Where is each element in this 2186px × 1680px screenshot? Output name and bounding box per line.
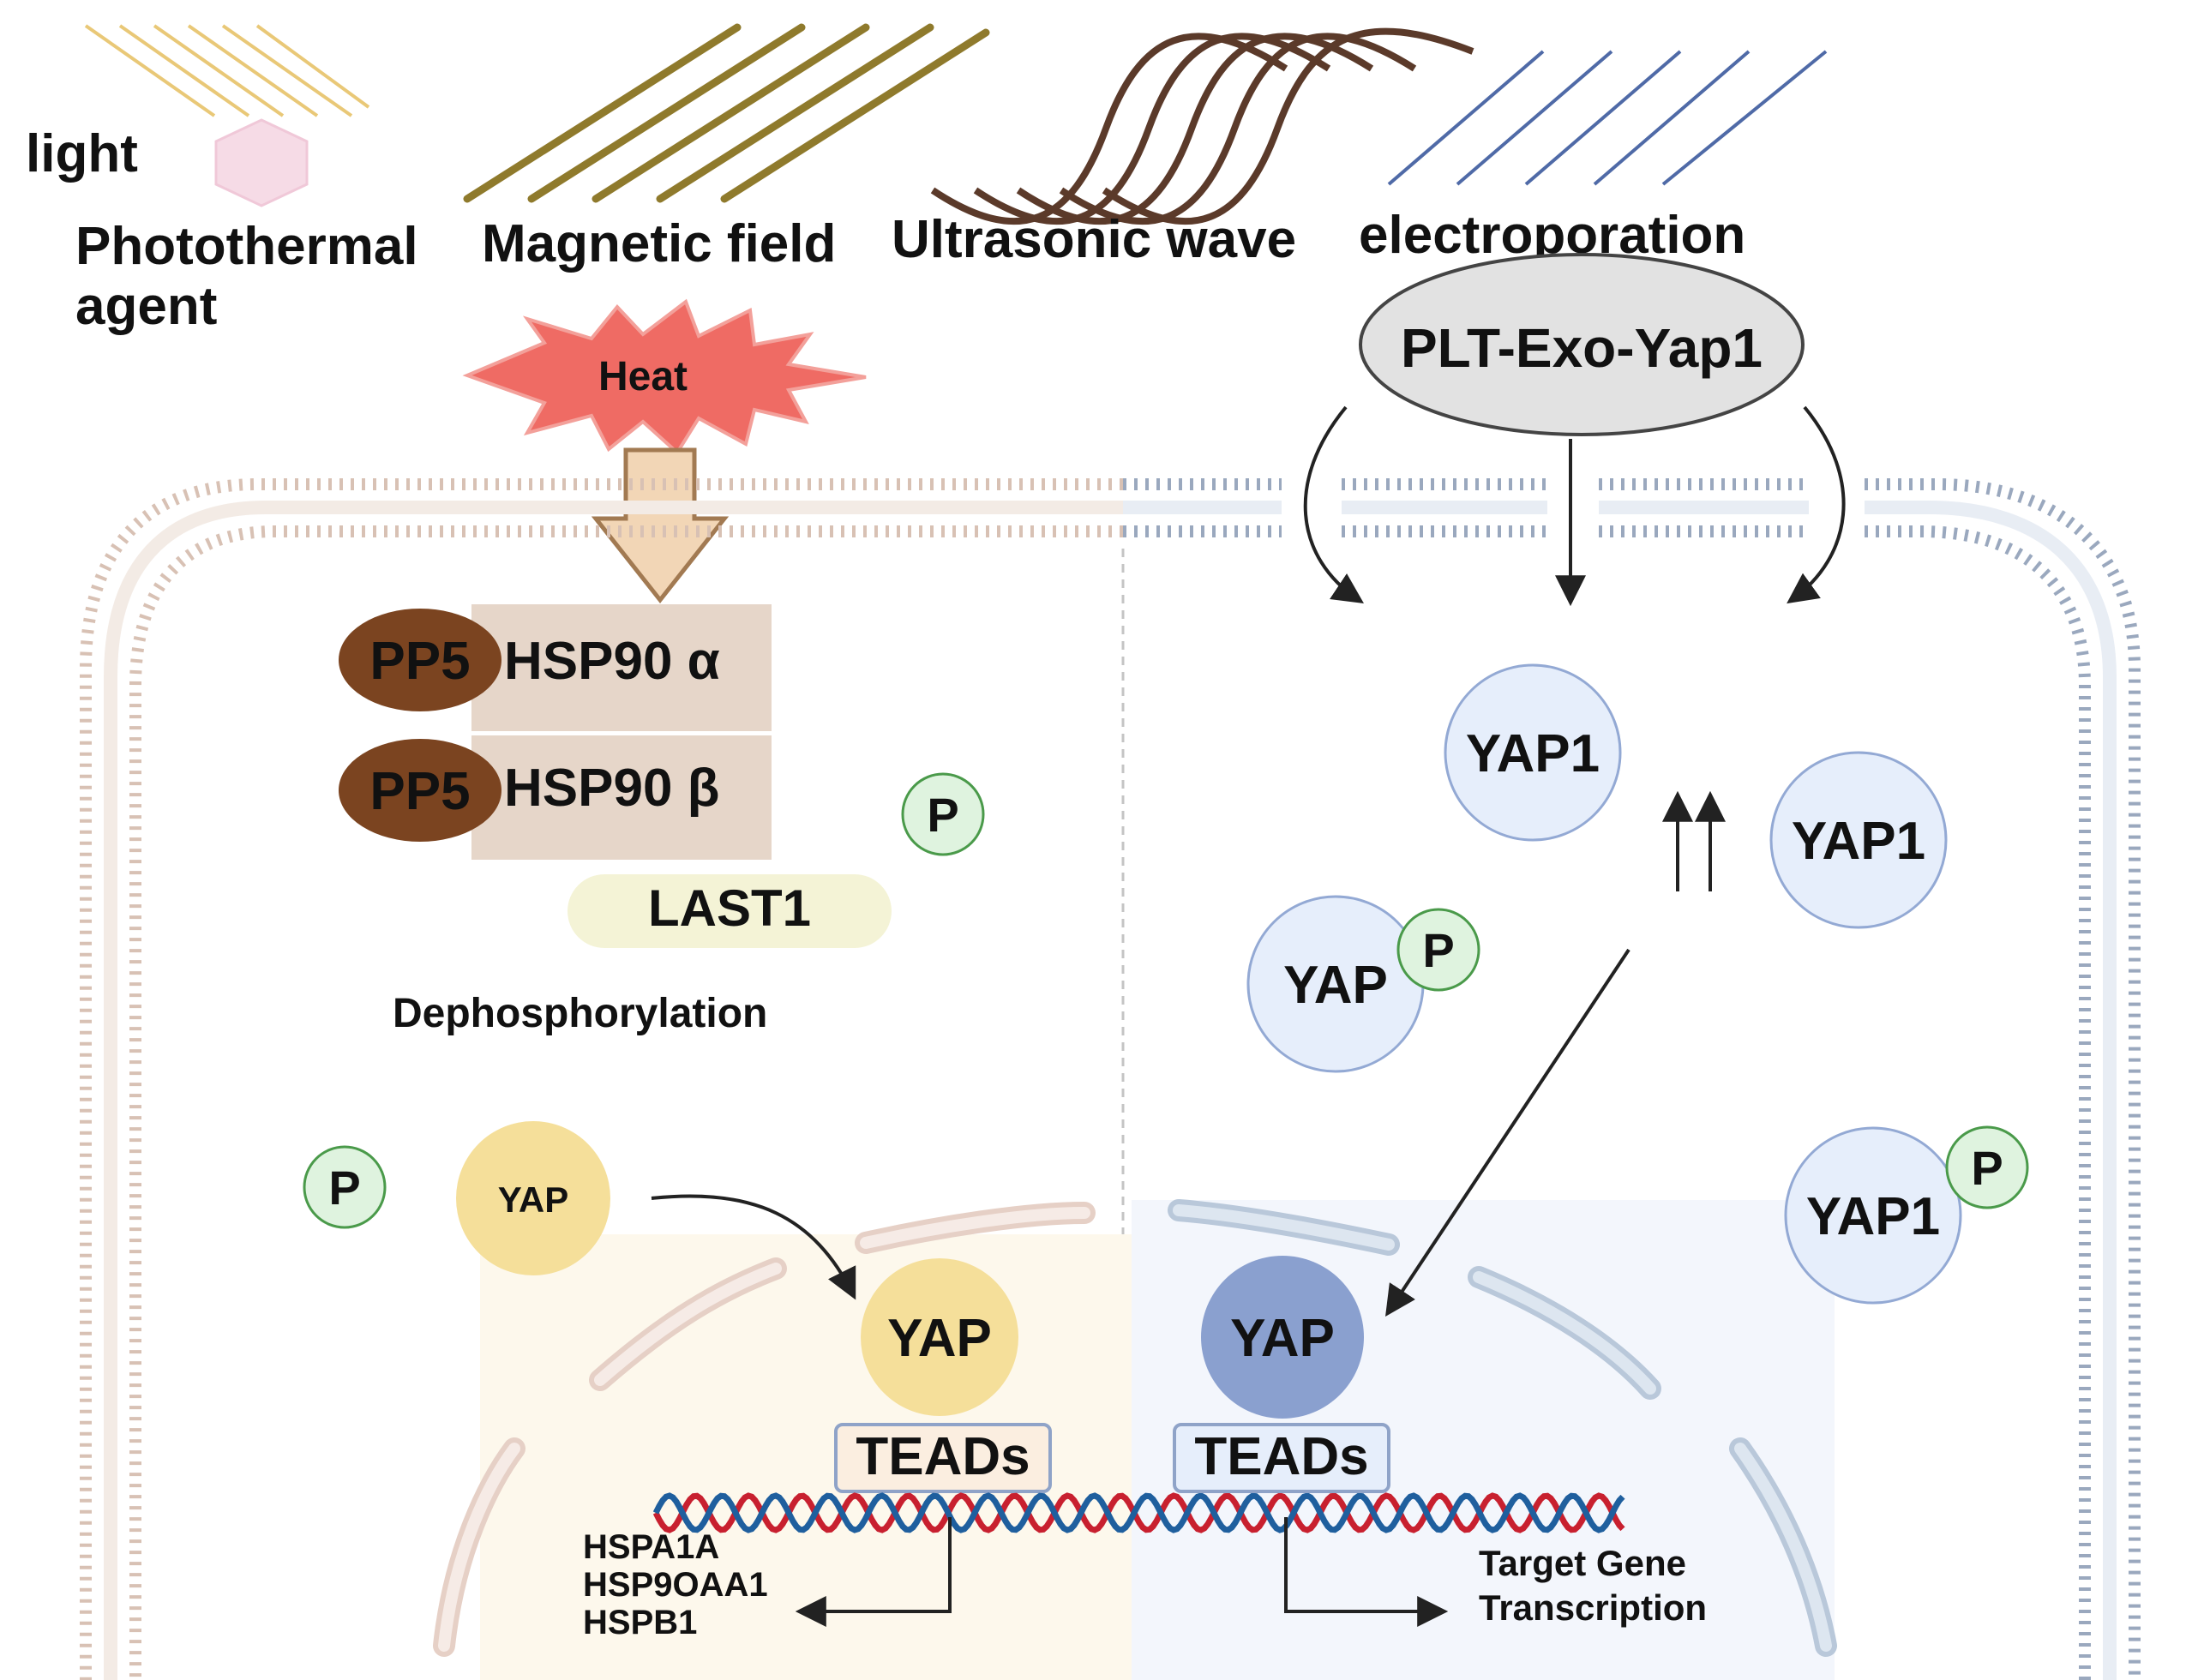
photothermal-label-line1: Photothermal xyxy=(75,217,418,276)
yap-cytoplasm-circle xyxy=(456,1121,610,1275)
pp5-alpha-ellipse xyxy=(339,609,501,711)
yap-nuclear-right-label: YAP xyxy=(1230,1309,1335,1368)
hsp90-beta-label: HSP90 β xyxy=(504,759,720,818)
heat-burst-icon xyxy=(462,298,867,456)
target-gene-3: HSPB1 xyxy=(583,1604,697,1641)
dephosphorylation-label: Dephosphorylation xyxy=(393,991,767,1036)
yap1-phospho-circle xyxy=(1784,1126,1962,1305)
pp5-alpha-label: PP5 xyxy=(369,632,470,691)
dna-strand-blue xyxy=(652,1492,1625,1533)
nuclear-import-arrow xyxy=(1385,948,1630,1317)
right-gene-arrow xyxy=(1284,1517,1449,1627)
yap-nuclear-left-label: YAP xyxy=(887,1309,992,1368)
right-cell-membrane xyxy=(1123,478,2141,1680)
magnetic-field-label: Magnetic field xyxy=(482,214,836,273)
uptake-arrow-right xyxy=(1787,405,1846,604)
yap-phospho-p-label: P xyxy=(1422,923,1454,977)
last1-pill xyxy=(568,874,892,948)
nuclear-envelope-inner xyxy=(438,1204,1832,1652)
dna-strand-red xyxy=(652,1492,1625,1533)
magnetic-field-icon xyxy=(463,23,990,203)
left-cell-membrane xyxy=(80,478,1123,1680)
yap-translocation-arrow xyxy=(651,1194,856,1300)
phospho-free-circle xyxy=(901,772,985,856)
pp5-beta-ellipse xyxy=(339,739,501,842)
light-label: light xyxy=(26,124,138,183)
target-gene-transcription-line1: Target Gene xyxy=(1479,1543,1686,1583)
pp5-beta-label: PP5 xyxy=(369,762,470,821)
yap-nuclear-right-circle xyxy=(1201,1256,1364,1419)
left-gene-arrow xyxy=(795,1517,952,1627)
ultrasonic-wave-label: Ultrasonic wave xyxy=(892,210,1296,269)
teads-right-box xyxy=(1173,1423,1390,1493)
yap1-top-label: YAP1 xyxy=(1466,724,1600,783)
plt-exo-yap1-label: PLT-Exo-Yap1 xyxy=(1401,317,1763,379)
electroporation-icon xyxy=(1387,50,1828,186)
yap1-right-label: YAP1 xyxy=(1792,812,1925,871)
phospho-released-label: P xyxy=(328,1161,360,1215)
target-gene-transcription-line2: Transcription xyxy=(1479,1587,1707,1628)
hsp90-beta-box xyxy=(471,735,772,860)
ultrasonic-wave-icon xyxy=(930,27,1474,225)
yap1-phospho-p-circle xyxy=(1945,1125,2029,1209)
phospho-released-circle xyxy=(303,1145,387,1229)
teads-left-label: TEADs xyxy=(856,1427,1030,1486)
yap-nuclear-left-circle xyxy=(861,1258,1018,1416)
uptake-arrow-left xyxy=(1303,405,1364,603)
hsp90-alpha-box xyxy=(471,604,772,731)
hsp90-alpha-label: HSP90 α xyxy=(504,632,720,691)
yap-phospho-p-circle xyxy=(1396,908,1480,992)
teads-right-label: TEADs xyxy=(1194,1427,1368,1486)
yap1-phospho-label: YAP1 xyxy=(1806,1187,1940,1246)
teads-left-box xyxy=(834,1423,1052,1493)
yap-cytoplasm-label: YAP xyxy=(498,1179,569,1220)
photothermal-agent-icon xyxy=(214,118,309,207)
heat-label: Heat xyxy=(598,354,688,399)
yap1-phospho-p-label: P xyxy=(1971,1141,2003,1195)
target-gene-2: HSP9OAA1 xyxy=(583,1566,768,1604)
yap-phospho-label: YAP xyxy=(1283,956,1388,1015)
yap1-right-circle xyxy=(1769,751,1948,929)
yap1-top-circle xyxy=(1444,663,1622,842)
photothermal-label-line2: agent xyxy=(75,277,217,336)
plt-exo-yap1-ellipse xyxy=(1359,253,1805,436)
target-gene-1: HSPA1A xyxy=(583,1528,719,1566)
phospho-free-label: P xyxy=(927,788,958,842)
last1-label: LAST1 xyxy=(648,879,811,937)
light-rays-icon xyxy=(84,24,370,117)
membrane-mid-fill-right xyxy=(1123,501,2117,1680)
upregulation-arrows-icon xyxy=(1662,790,1726,891)
heat-down-arrow-icon xyxy=(591,447,730,604)
